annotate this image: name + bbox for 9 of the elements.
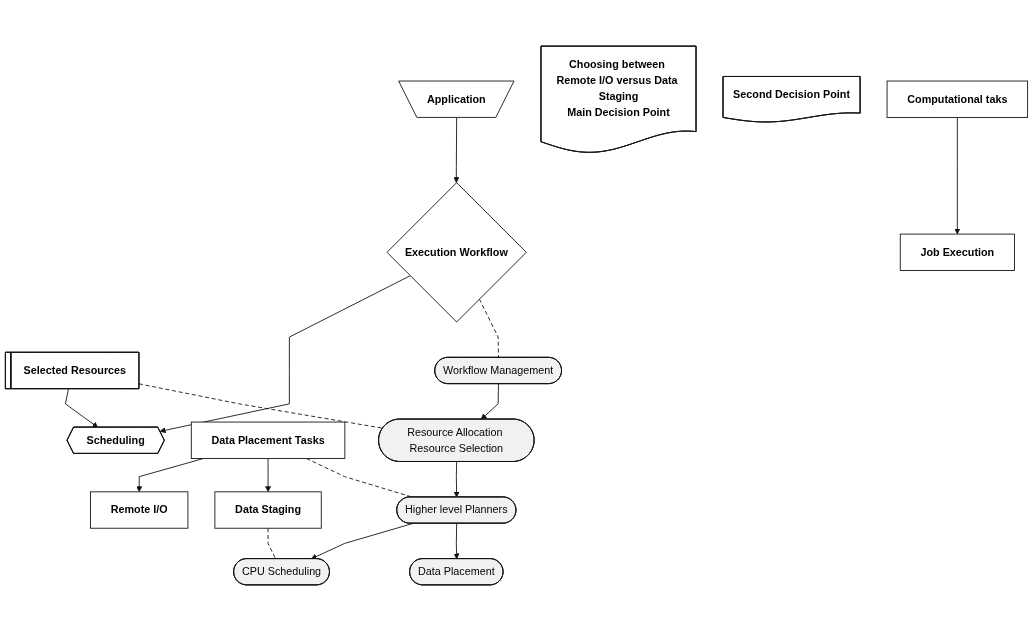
node-box: Computational taks [886, 80, 1029, 118]
node-box: Data Staging [214, 491, 322, 529]
node-box: Data Placement Tasks [190, 421, 346, 459]
node-box: Job Execution [899, 233, 1015, 271]
node-box: Remote I/O [90, 491, 189, 529]
connector [138, 383, 384, 429]
connector [267, 527, 277, 560]
connector [478, 298, 499, 359]
node-diamond: Execution Workflow [386, 182, 527, 323]
